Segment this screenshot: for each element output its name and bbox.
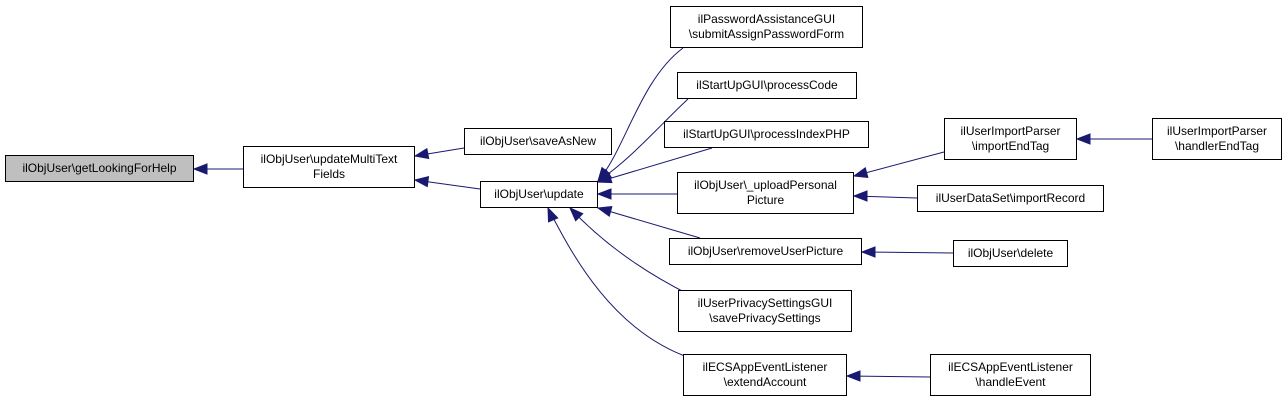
arrowhead-updateMultiTextFields-to-getLookingForHelp <box>192 163 208 175</box>
node-updatemultitextfields[interactable]: ilObjUser\updateMultiText Fields <box>243 146 415 188</box>
arrowhead-removeUserPicture-to-update <box>596 205 613 218</box>
node-uploadpersonalpicture[interactable]: ilObjUser\_uploadPersonal Picture <box>677 172 854 214</box>
edge-extendAccount-to-update <box>547 207 691 359</box>
edge-submitAssignPasswordForm-to-update <box>597 47 684 182</box>
arrowhead-handlerEndTag-to-importEndTag <box>1075 133 1091 145</box>
node-processcode[interactable]: ilStartUpGUI\processCode <box>677 72 857 99</box>
node-handleevent[interactable]: ilECSAppEventListener \handleEvent <box>930 354 1091 396</box>
edge-handleEvent-to-extendAccount <box>846 375 931 378</box>
node-saveprivacysettings[interactable]: ilUserPrivacySettingsGUI \savePrivacySet… <box>678 290 852 332</box>
edge-processIndexPHP-to-update <box>597 147 713 183</box>
node-handlerendtag[interactable]: ilUserImportParser \handlerEndTag <box>1152 118 1282 160</box>
node-submitassignpasswordform[interactable]: ilPasswordAssistanceGUI \submitAssignPas… <box>670 6 863 48</box>
node-importrecord[interactable]: ilUserDataSet\importRecord <box>917 185 1104 212</box>
node-importendtag[interactable]: ilUserImportParser \importEndTag <box>944 118 1077 160</box>
edge-savePrivacySettings-to-update <box>569 207 691 296</box>
arrowhead-saveAsNew-to-updateMultiTextFields <box>413 147 430 160</box>
arrowhead-handleEvent-to-extendAccount <box>845 370 861 382</box>
node-processindexphp[interactable]: ilStartUpGUI\processIndexPHP <box>664 121 869 148</box>
node-objuser-delete[interactable]: ilObjUser\delete <box>953 240 1068 267</box>
arrowhead-savePrivacySettings-to-update <box>569 207 584 222</box>
arrowhead-uploadPersonalPicture-to-update <box>596 188 612 200</box>
arrowhead-processIndexPHP-to-update <box>596 172 613 184</box>
node-update[interactable]: ilObjUser\update <box>480 181 598 208</box>
node-getlookingforhelp: ilObjUser\getLookingForHelp <box>5 155 194 182</box>
arrowhead-importEndTag-to-uploadPersonalPicture <box>852 166 869 179</box>
node-saveasnew[interactable]: ilObjUser\saveAsNew <box>464 128 612 155</box>
arrowhead-userDelete-to-removeUserPicture <box>860 246 876 258</box>
node-removeuserpicture[interactable]: ilObjUser\removeUserPicture <box>669 238 862 265</box>
arrowhead-extendAccount-to-update <box>547 206 559 223</box>
arrowhead-importRecord-to-uploadPersonalPicture <box>852 190 868 202</box>
edge-importEndTag-to-uploadPersonalPicture <box>853 151 945 177</box>
edge-userDelete-to-removeUserPicture <box>861 251 954 254</box>
node-extendaccount[interactable]: ilECSAppEventListener \extendAccount <box>683 354 847 396</box>
edge-removeUserPicture-to-update <box>597 207 701 239</box>
arrowhead-update-to-updateMultiTextFields <box>413 175 430 188</box>
